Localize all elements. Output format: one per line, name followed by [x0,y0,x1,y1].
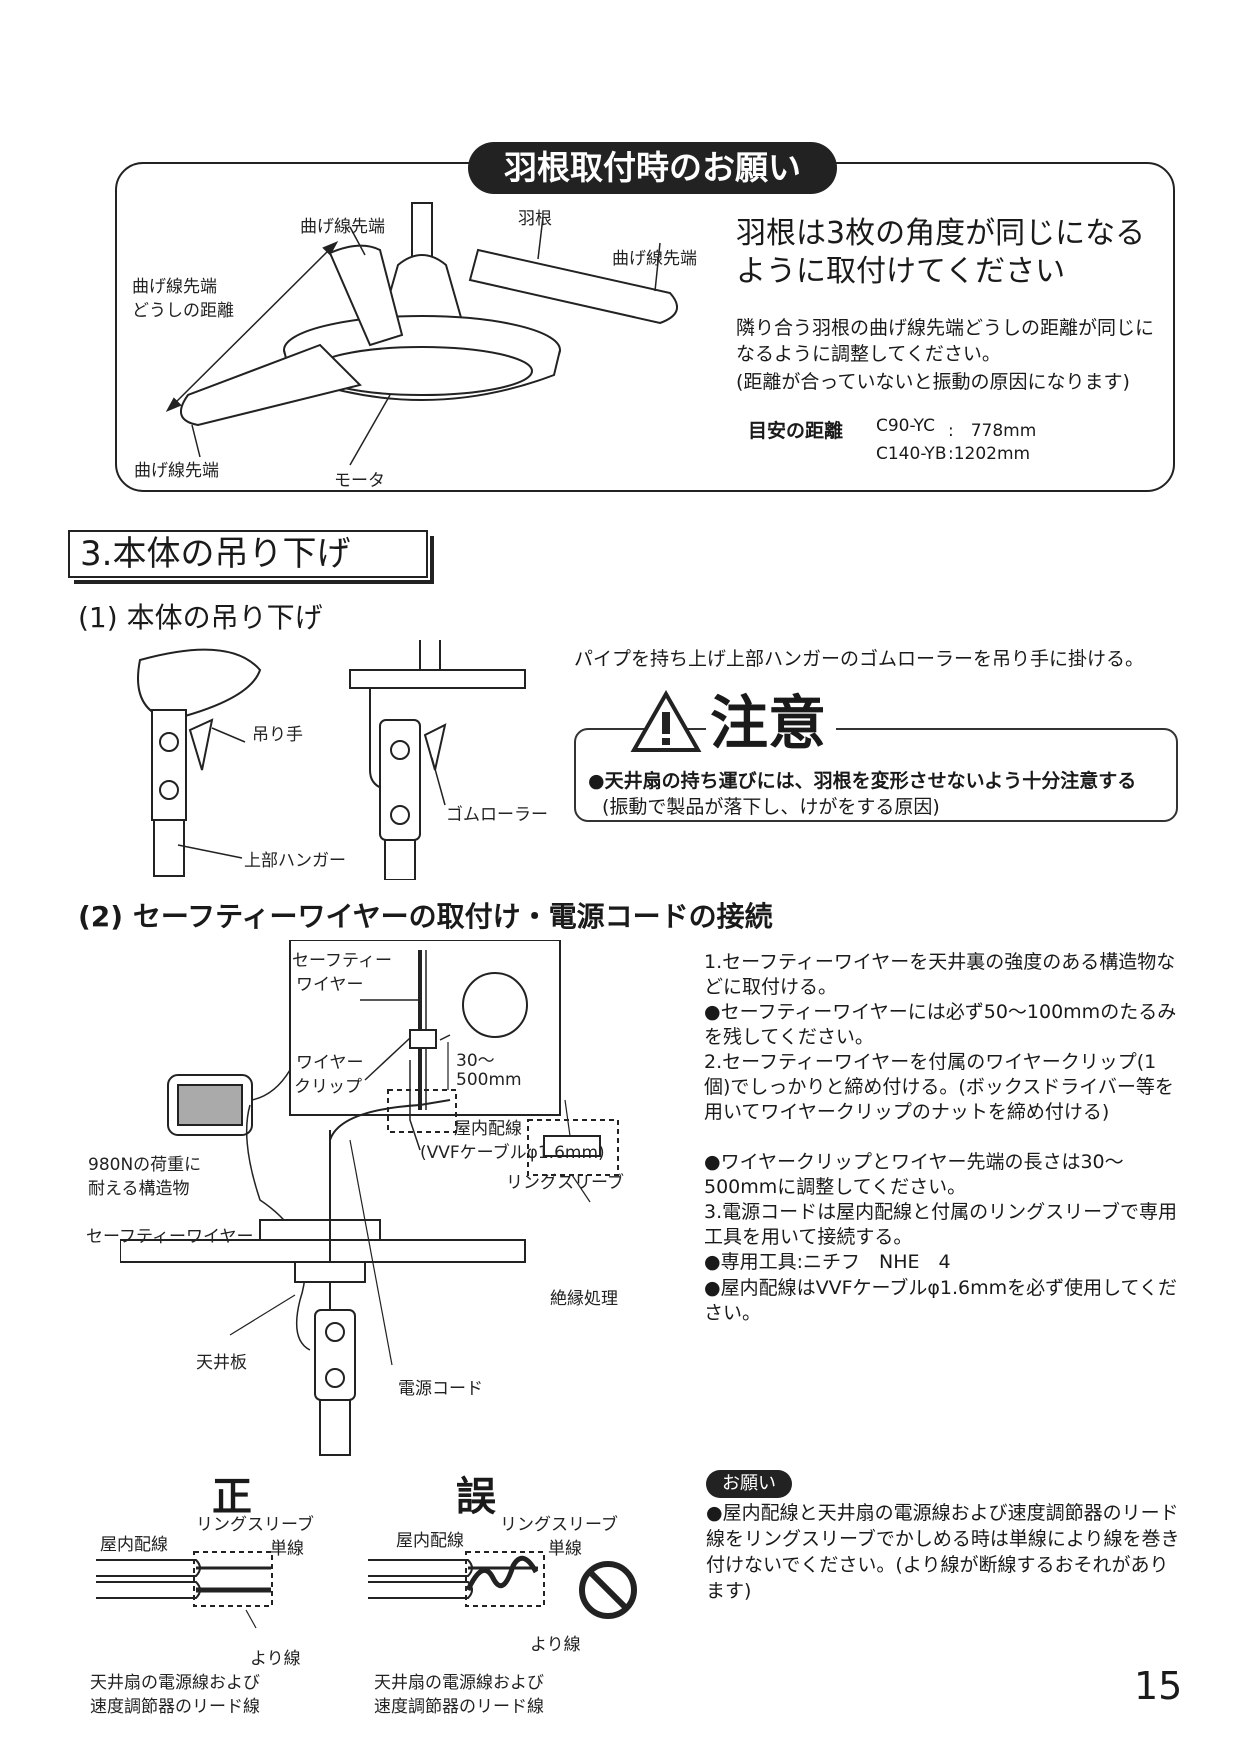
instruction-3-tool: ●専用工具:ニチフ NHE 4 [704,1251,951,1273]
hanger-illustration [137,640,526,880]
section-heading: 3.本体の吊り下げ [68,530,428,578]
label-ring-sleeve: リングスリーブ [196,1515,314,1535]
label-ceiling-board: 天井板 [196,1353,247,1373]
label-stranded-wire: より線 [250,1649,301,1669]
label-ring-sleeve: リングスリーブ [506,1173,624,1193]
label-structure-1: 980Nの荷重に [88,1155,202,1175]
label-indoor-wiring: 屋内配線 [396,1531,464,1551]
label-wire-clip-2: クリップ [294,1077,362,1097]
blade-notice-heading: 羽根は3枚の角度が同じになるように取付けてください [736,216,1146,289]
wire-correct-illustration [96,1551,273,1629]
request-badge: お願い [706,1470,792,1498]
wire-wrong-illustration [368,1551,637,1619]
label-length-2: 500mm [456,1070,522,1090]
label-hook: 吊り手 [252,725,303,745]
label-power-cord: 電源コード [398,1379,483,1399]
label-insulation: 絶縁処理 [550,1289,618,1309]
instruction-1-note: ●セーフティーワイヤーには必ず50～100mmのたるみを残してください。 [704,1001,1177,1048]
caution-line-2: (振動で製品が落下し、けがをする原因) [602,796,940,818]
label-motor: モータ [334,471,385,491]
instruction-2: 2.セーフティーワイヤーを付属のワイヤークリップ(1個)でしっかりと締め付ける。… [704,1051,1174,1123]
label-bent-tip-top: 曲げ線先端 [300,217,385,237]
page-number: 15 [1134,1664,1183,1708]
distance-value: : 778mm [948,421,1037,441]
section-heading-shadow [74,536,434,584]
label-bent-dist-2: どうしの距離 [132,301,234,321]
prohibited-icon [579,1561,637,1619]
distance-model: C140-YB [876,444,947,464]
caution-word: 注意 [706,688,837,758]
label-bent-tip-right: 曲げ線先端 [612,249,697,269]
caution-line-1: ●天井扇の持ち運びには、羽根を変形させないよう十分注意する [588,770,1137,792]
label-bent-dist-1: 曲げ線先端 [132,277,217,297]
instruction-1: 1.セーフティーワイヤーを天井裏の強度のある構造物などに取付ける。 [704,951,1176,998]
blade-notice-para1: 隣り合う羽根の曲げ線先端どうしの距離が同じになるように調整してください。 [736,317,1155,365]
instruction-3: 3.電源コードは屋内配線と付属のリングスリーブで専用工具を用いて接続する。 [704,1201,1177,1248]
warning-triangle-icon [630,690,702,752]
label-safety-wire-full: セーフティーワイヤー [86,1227,254,1247]
label-indoor-wiring-2: (VVFケーブルφ1.6mm) [420,1143,605,1163]
subsection-2-title: (2) セーフティーワイヤーの取付け・電源コードの接続 [78,900,773,933]
label-lead-2: 速度調節器のリード線 [374,1697,544,1717]
label-bent-tip-bottom: 曲げ線先端 [134,461,219,481]
label-length-1: 30～ [456,1051,495,1071]
caution-box [574,728,1178,822]
label-stranded-wire: より線 [530,1635,581,1655]
wiring-diagram [120,940,619,1456]
blade-notice-title: 羽根取付時のお願い [468,142,837,194]
label-indoor-wiring-1: 屋内配線 [454,1119,522,1139]
wrong-mark: 誤 [456,1474,496,1520]
label-lead-1: 天井扇の電源線および [374,1673,544,1693]
subsection-1-title: (1) 本体の吊り下げ [78,601,323,634]
label-rubber-roller: ゴムローラー [446,805,548,825]
label-ring-sleeve: リングスリーブ [500,1515,618,1535]
label-blade: 羽根 [518,209,552,229]
correct-mark: 正 [212,1474,252,1520]
label-wire-clip-1: ワイヤー [296,1053,364,1073]
fan-blade-illustration [165,202,679,466]
instruction-3-note: ●屋内配線はVVFケーブルφ1.6mmを必ず使用してください。 [704,1277,1177,1324]
label-lead-1: 天井扇の電源線および [90,1673,260,1693]
label-single-wire: 単線 [548,1539,582,1559]
distance-label: 目安の距離 [748,420,844,442]
hang-instruction: パイプを持ち上げ上部ハンガーのゴムローラーを吊り手に掛ける。 [574,648,1145,670]
label-structure-2: 耐える構造物 [88,1179,190,1199]
distance-value: :1202mm [948,444,1031,464]
blade-notice-para2: (距離が合っていないと振動の原因になります) [736,371,1130,393]
instruction-2-note: ●ワイヤークリップとワイヤー先端の長さは30～500mmに調整してください。 [704,1151,1124,1198]
label-safety-wire-2: ワイヤー [296,975,364,995]
label-single-wire: 単線 [270,1539,304,1559]
distance-model: C90-YC [876,416,935,436]
label-lead-2: 速度調節器のリード線 [90,1697,260,1717]
label-upper-hanger: 上部ハンガー [244,851,346,871]
label-safety-wire-1: セーフティー [292,951,392,971]
label-indoor-wiring: 屋内配線 [100,1535,168,1555]
request-text: ●屋内配線と天井扇の電源線および速度調節器のリード線をリングスリーブでかしめる時… [706,1502,1180,1602]
